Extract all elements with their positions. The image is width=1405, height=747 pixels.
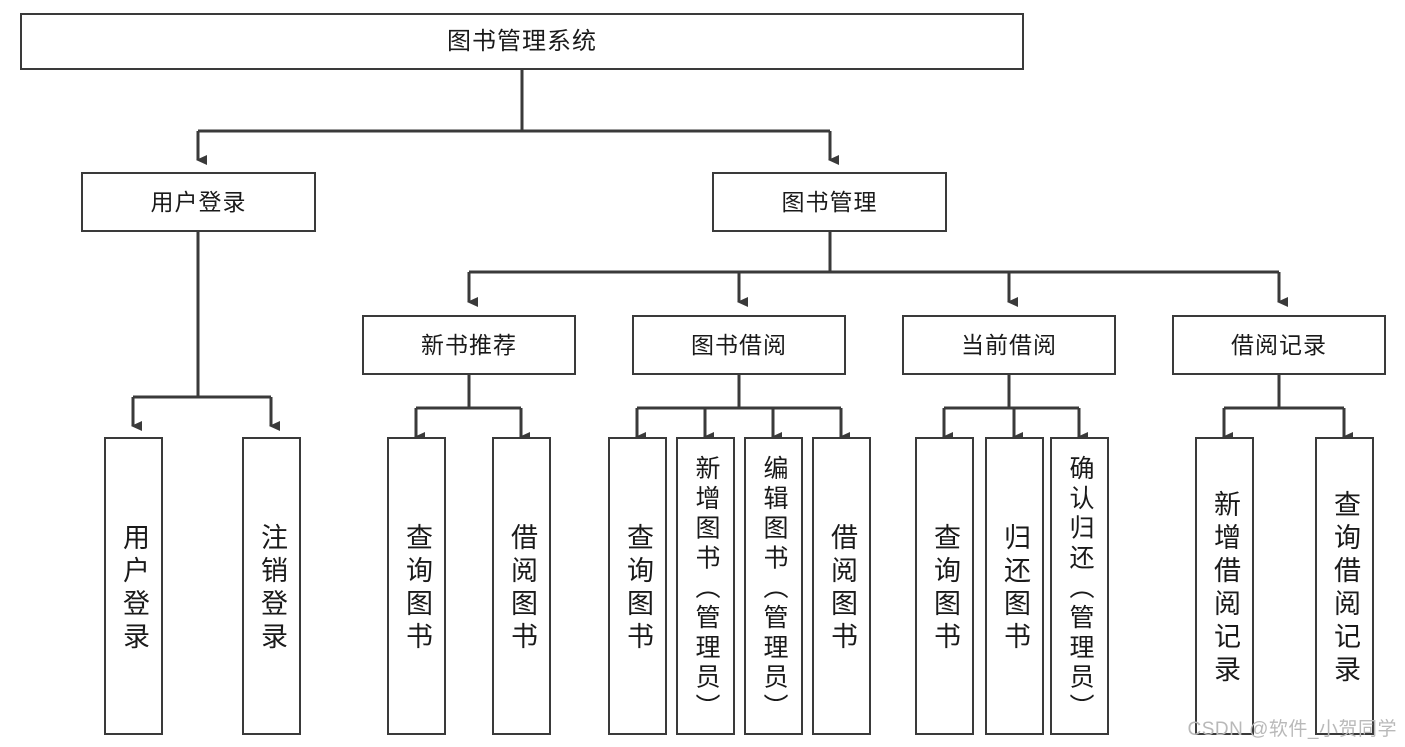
node-label: 注销登录 [257, 523, 287, 655]
node-leaf-confirm-return-admin[interactable]: 确认归还（管理员） [1050, 437, 1109, 735]
node-leaf-query-book-current[interactable]: 查询图书 [915, 437, 974, 735]
node-leaf-query-book-borrow[interactable]: 查询图书 [608, 437, 667, 735]
node-label: 新书推荐 [421, 331, 517, 358]
node-current-borrow[interactable]: 当前借阅 [902, 315, 1116, 375]
node-user-login[interactable]: 用户登录 [81, 172, 316, 232]
node-label: 新增借阅记录 [1210, 490, 1240, 688]
node-leaf-edit-book-admin[interactable]: 编辑图书（管理员） [744, 437, 803, 735]
node-leaf-borrow-book-newbook[interactable]: 借阅图书 [492, 437, 551, 735]
node-label: 当前借阅 [961, 331, 1057, 358]
node-label: 查询图书 [402, 523, 432, 655]
node-book-management[interactable]: 图书管理 [712, 172, 947, 232]
node-borrow-record[interactable]: 借阅记录 [1172, 315, 1386, 375]
node-label: 确认归还（管理员） [1066, 454, 1094, 724]
node-label: 图书管理 [781, 188, 878, 215]
node-leaf-borrow-book[interactable]: 借阅图书 [812, 437, 871, 735]
node-label: 用户登录 [150, 188, 247, 215]
node-label: 归还图书 [1000, 523, 1030, 655]
node-label: 图书管理系统 [447, 27, 597, 55]
node-leaf-return-book[interactable]: 归还图书 [985, 437, 1044, 735]
node-new-book-recommend[interactable]: 新书推荐 [362, 315, 576, 375]
node-label: 新增图书（管理员） [692, 454, 720, 724]
node-leaf-logout[interactable]: 注销登录 [242, 437, 301, 735]
node-leaf-user-login[interactable]: 用户登录 [104, 437, 163, 735]
node-label: 借阅记录 [1231, 331, 1327, 358]
node-label: 查询图书 [930, 523, 960, 655]
node-label: 用户登录 [119, 523, 149, 655]
node-book-borrow[interactable]: 图书借阅 [632, 315, 846, 375]
node-label: 借阅图书 [827, 523, 857, 655]
node-leaf-add-book-admin[interactable]: 新增图书（管理员） [676, 437, 735, 735]
node-root-book-management-system[interactable]: 图书管理系统 [20, 13, 1024, 70]
node-label: 编辑图书（管理员） [760, 454, 788, 724]
node-label: 查询图书 [623, 523, 653, 655]
node-leaf-query-borrow-record[interactable]: 查询借阅记录 [1315, 437, 1374, 735]
node-label: 图书借阅 [691, 331, 787, 358]
node-leaf-query-book-newbook[interactable]: 查询图书 [387, 437, 446, 735]
node-label: 查询借阅记录 [1330, 490, 1360, 688]
node-label: 借阅图书 [507, 523, 537, 655]
node-leaf-add-borrow-record[interactable]: 新增借阅记录 [1195, 437, 1254, 735]
watermark-text: CSDN @软件_小贺同学 [1187, 719, 1397, 740]
